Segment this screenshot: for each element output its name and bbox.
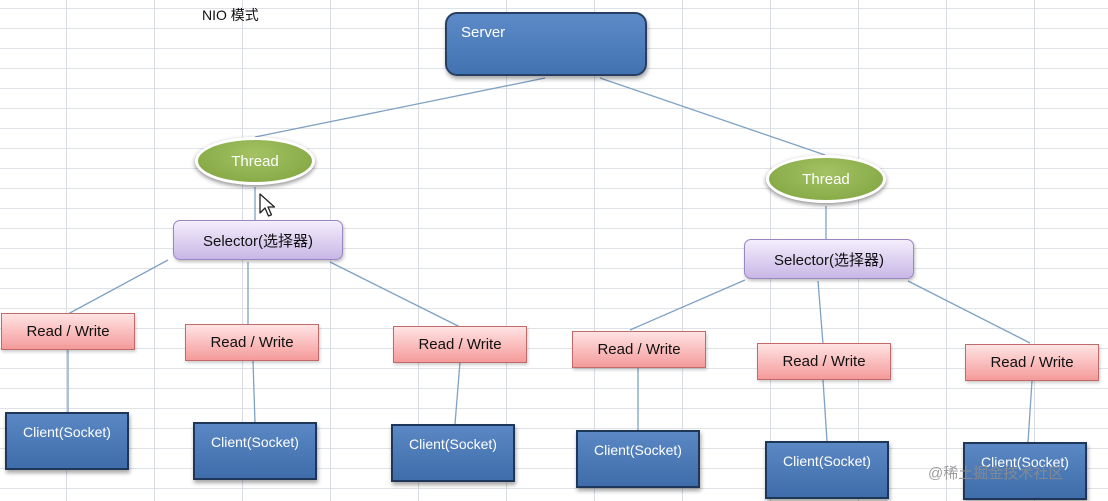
server-label: Server	[461, 24, 506, 41]
connector-rw-client-5	[822, 379, 828, 442]
client-socket-label: Client(Socket)	[409, 436, 497, 452]
connector-rw-client-2	[252, 360, 256, 424]
client-socket-label: Client(Socket)	[594, 442, 682, 458]
read-write-node-3: Read / Write	[393, 326, 527, 363]
read-write-label: Read / Write	[782, 353, 866, 370]
read-write-node-5: Read / Write	[757, 343, 891, 380]
connector-selector-rw-3	[329, 261, 461, 328]
connector-server-thread-left	[254, 77, 546, 138]
thread-label: Thread	[231, 152, 279, 170]
mouse-pointer-icon	[259, 193, 276, 217]
read-write-label: Read / Write	[597, 341, 681, 358]
connector-rw-client-6	[1027, 380, 1033, 443]
selector-label: Selector(选择器)	[773, 251, 885, 269]
client-socket-node-1: Client(Socket)	[5, 412, 129, 470]
client-socket-node-2: Client(Socket)	[193, 422, 317, 480]
selector-label: Selector(选择器)	[202, 232, 314, 250]
client-socket-node-3: Client(Socket)	[391, 424, 515, 482]
read-write-node-4: Read / Write	[572, 331, 706, 368]
client-socket-node-6: Client(Socket)	[963, 442, 1087, 500]
connector-selector-rw-6	[907, 280, 1031, 344]
client-socket-node-5: Client(Socket)	[765, 441, 889, 499]
thread-node-right: Thread	[766, 155, 886, 203]
thread-node-left: Thread	[195, 137, 315, 185]
client-socket-node-4: Client(Socket)	[576, 430, 700, 488]
connector-selector-rw-5	[817, 280, 824, 345]
page-title: NIO 模式	[202, 7, 259, 23]
client-socket-label: Client(Socket)	[23, 424, 111, 440]
read-write-node-2: Read / Write	[185, 324, 319, 361]
read-write-node-1: Read / Write	[1, 313, 135, 350]
client-socket-label: Client(Socket)	[981, 454, 1069, 470]
selector-node-right: Selector(选择器)	[744, 239, 914, 279]
read-write-label: Read / Write	[210, 334, 294, 351]
connector-selector-rw-1	[67, 259, 169, 315]
connector-selector-rw-4	[629, 279, 746, 331]
read-write-label: Read / Write	[990, 354, 1074, 371]
watermark-text: @稀土掘金技术社区	[928, 465, 1064, 482]
client-socket-label: Client(Socket)	[783, 453, 871, 469]
read-write-label: Read / Write	[26, 323, 110, 340]
thread-label: Thread	[802, 170, 850, 188]
read-write-label: Read / Write	[418, 336, 502, 353]
connector-server-thread-right	[599, 77, 826, 156]
client-socket-label: Client(Socket)	[211, 434, 299, 450]
connector-rw-client-3	[454, 361, 461, 425]
server-node: Server	[445, 12, 647, 76]
selector-node-left: Selector(选择器)	[173, 220, 343, 260]
read-write-node-6: Read / Write	[965, 344, 1099, 381]
